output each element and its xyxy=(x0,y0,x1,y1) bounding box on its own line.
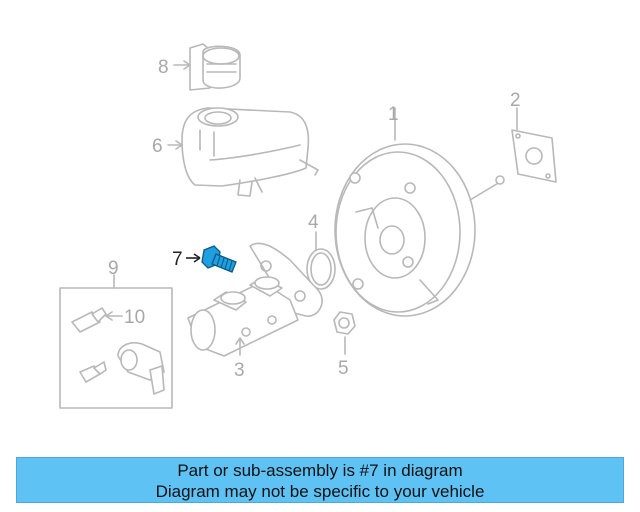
callout-1: 1 xyxy=(388,104,399,125)
part-6-reservoir xyxy=(167,107,319,197)
part-5-nut xyxy=(333,311,356,355)
callout-8: 8 xyxy=(158,57,169,78)
callout-6: 6 xyxy=(152,136,163,157)
callout-2: 2 xyxy=(510,90,521,111)
callout-10: 10 xyxy=(124,307,145,328)
part-7-bolt xyxy=(186,245,237,273)
part-8-reservoir-cap xyxy=(173,43,241,91)
banner-line-part: Part or sub-assembly is #7 in diagram xyxy=(177,461,463,480)
part-3-master-cylinder xyxy=(187,242,323,357)
callout-7: 7 xyxy=(172,249,183,270)
part-9-sensor-kit xyxy=(59,274,173,409)
callout-4: 4 xyxy=(308,212,319,233)
parts-diagram: 1 2 3 4 5 6 7 8 9 10 xyxy=(59,43,557,409)
banner-line-disclaimer: Diagram may not be specific to your vehi… xyxy=(155,482,485,501)
part-4-o-ring xyxy=(306,231,336,290)
callout-3: 3 xyxy=(234,360,245,381)
callout-9: 9 xyxy=(108,258,119,279)
info-banner: Part or sub-assembly is #7 in diagram Di… xyxy=(16,457,624,503)
part-2-gasket xyxy=(511,107,557,183)
part-1-brake-booster xyxy=(334,107,505,317)
callout-5: 5 xyxy=(338,358,349,379)
